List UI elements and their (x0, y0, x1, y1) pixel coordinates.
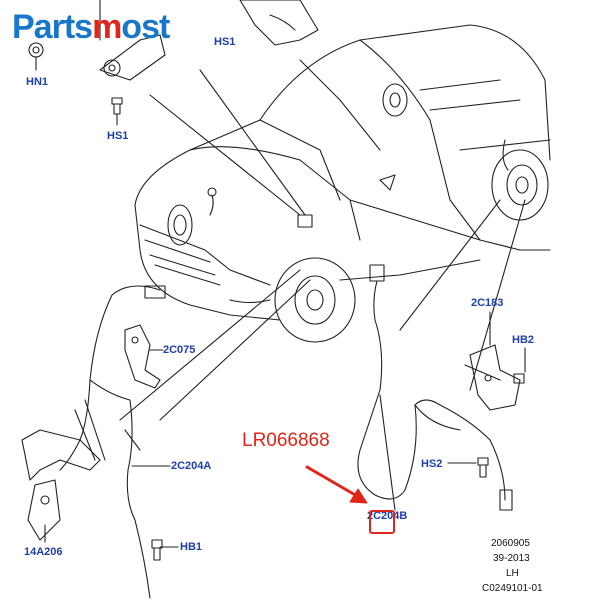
callout-hn1: HN1 (26, 76, 49, 88)
callout-14a206: 14A206 (24, 546, 63, 558)
bolt-hs2 (447, 457, 489, 478)
bolt-hs1 (111, 97, 123, 126)
front-right-wheel (274, 257, 356, 343)
vehicle-body (134, 24, 551, 321)
callout-2c075: 2C075 (163, 344, 196, 356)
left-sensor-harness (59, 285, 166, 599)
brand-part-3: ost (121, 8, 170, 46)
bracket-2c075 (124, 324, 161, 389)
callout-2c183: 2C183 (471, 297, 504, 309)
right-sensor-harness (357, 264, 513, 511)
footer-line-2: 39-2013 (493, 553, 530, 564)
part-number-label: LR066868 (242, 430, 330, 451)
callout-hs2: HS2 (421, 458, 443, 470)
callout-hb2: HB2 (512, 334, 535, 346)
callout-2c204b: 2C204B (367, 510, 408, 522)
bracket-14a206 (21, 399, 106, 541)
footer-line-3: LH (506, 568, 519, 579)
leader-lines (119, 69, 526, 421)
front-left-disc (167, 204, 193, 246)
footer-line-1: 2060905 (491, 538, 530, 549)
callout-leaders (44, 349, 396, 548)
brand-part-2: m (92, 8, 122, 46)
bolt-hb1 (151, 539, 163, 561)
brand-logo: Partsmost (12, 8, 170, 46)
rear-right-wheel (491, 149, 549, 221)
callout-hs1: HS1 (107, 130, 129, 142)
red-arrow (305, 465, 368, 504)
engine-sensor (207, 139, 509, 228)
highlight-box (369, 510, 395, 534)
footer-line-4: C0249101-01 (482, 583, 543, 594)
bracket-2c183 (464, 311, 521, 411)
nut-hn1 (28, 42, 44, 71)
top-bracket (99, 0, 319, 81)
callout-hs1-top: HS1 (214, 36, 236, 48)
brand-part-1: Parts (12, 8, 93, 46)
bolt-hb2 (513, 347, 526, 384)
callout-hb1: HB1 (180, 541, 203, 553)
rear-left-disc (382, 83, 408, 117)
callout-2c204a: 2C204A (171, 460, 212, 472)
